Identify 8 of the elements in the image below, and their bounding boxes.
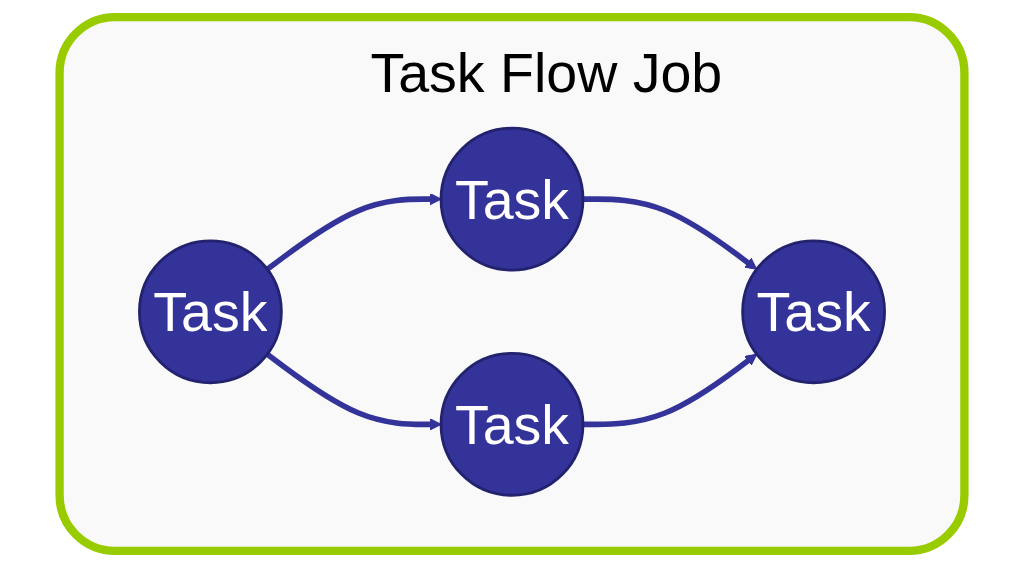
arrow [583,196,758,270]
node-circle: Task [439,126,585,272]
node-circle: Task [138,239,283,385]
arrow [265,193,442,272]
arrow [583,353,758,428]
node-circle: Task [741,239,886,385]
arrow [265,352,442,431]
node-circle: Task [439,352,585,497]
